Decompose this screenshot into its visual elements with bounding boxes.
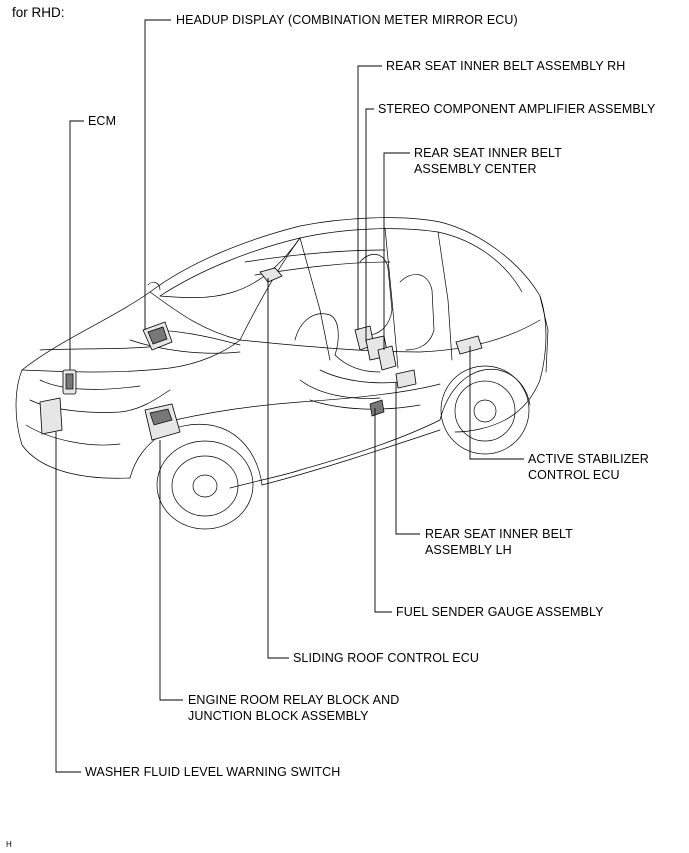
label-stereo-amplifier: STEREO COMPONENT AMPLIFIER ASSEMBLY bbox=[378, 102, 656, 116]
vehicle-outline bbox=[15, 217, 549, 530]
label-rear-belt-center-2: ASSEMBLY CENTER bbox=[414, 162, 537, 176]
label-ecm: ECM bbox=[88, 114, 117, 128]
leader-headup-display bbox=[144, 19, 171, 330]
leader-fuel-sender bbox=[374, 408, 392, 613]
rear-belt-lh-part bbox=[395, 369, 417, 389]
leader-engine-relay bbox=[159, 440, 183, 701]
ecm-part-detail bbox=[65, 373, 74, 390]
label-rear-belt-rh: REAR SEAT INNER BELT ASSEMBLY RH bbox=[386, 59, 626, 73]
label-engine-relay-2: JUNCTION BLOCK ASSEMBLY bbox=[188, 709, 369, 723]
label-rear-belt-center-1: REAR SEAT INNER BELT bbox=[414, 146, 562, 160]
engine-relay-part-detail bbox=[149, 408, 173, 426]
label-fuel-sender: FUEL SENDER GAUGE ASSEMBLY bbox=[396, 605, 604, 619]
label-rear-belt-lh-2: ASSEMBLY LH bbox=[425, 543, 512, 557]
leader-rear-belt-lh bbox=[395, 382, 420, 535]
label-rear-belt-lh-1: REAR SEAT INNER BELT bbox=[425, 527, 573, 541]
label-washer-switch: WASHER FLUID LEVEL WARNING SWITCH bbox=[85, 765, 341, 779]
leader-rear-belt-center bbox=[383, 152, 410, 350]
active-stabilizer-part bbox=[455, 335, 483, 355]
fuel-sender-part bbox=[369, 399, 385, 417]
leader-rear-belt-rh bbox=[357, 65, 382, 330]
leader-sliding-roof bbox=[267, 278, 289, 659]
figure-id: H bbox=[6, 840, 12, 849]
label-engine-relay-1: ENGINE ROOM RELAY BLOCK AND bbox=[188, 693, 400, 707]
sliding-roof-part bbox=[259, 267, 283, 283]
washer-switch-part bbox=[39, 397, 63, 435]
leader-stereo-amp bbox=[365, 108, 374, 342]
page-title: for RHD: bbox=[12, 5, 65, 20]
label-sliding-roof: SLIDING ROOF CONTROL ECU bbox=[293, 651, 479, 665]
leader-washer-switch bbox=[55, 432, 81, 773]
label-headup-display: HEADUP DISPLAY (COMBINATION METER MIRROR… bbox=[176, 13, 518, 27]
leader-ecm bbox=[69, 120, 84, 370]
label-active-stabilizer-2: CONTROL ECU bbox=[528, 468, 620, 482]
label-active-stabilizer-1: ACTIVE STABILIZER bbox=[528, 452, 649, 466]
rear-belt-center-part bbox=[377, 345, 397, 371]
leader-active-stabilizer bbox=[469, 346, 524, 460]
headup-display-part-detail bbox=[147, 326, 168, 345]
